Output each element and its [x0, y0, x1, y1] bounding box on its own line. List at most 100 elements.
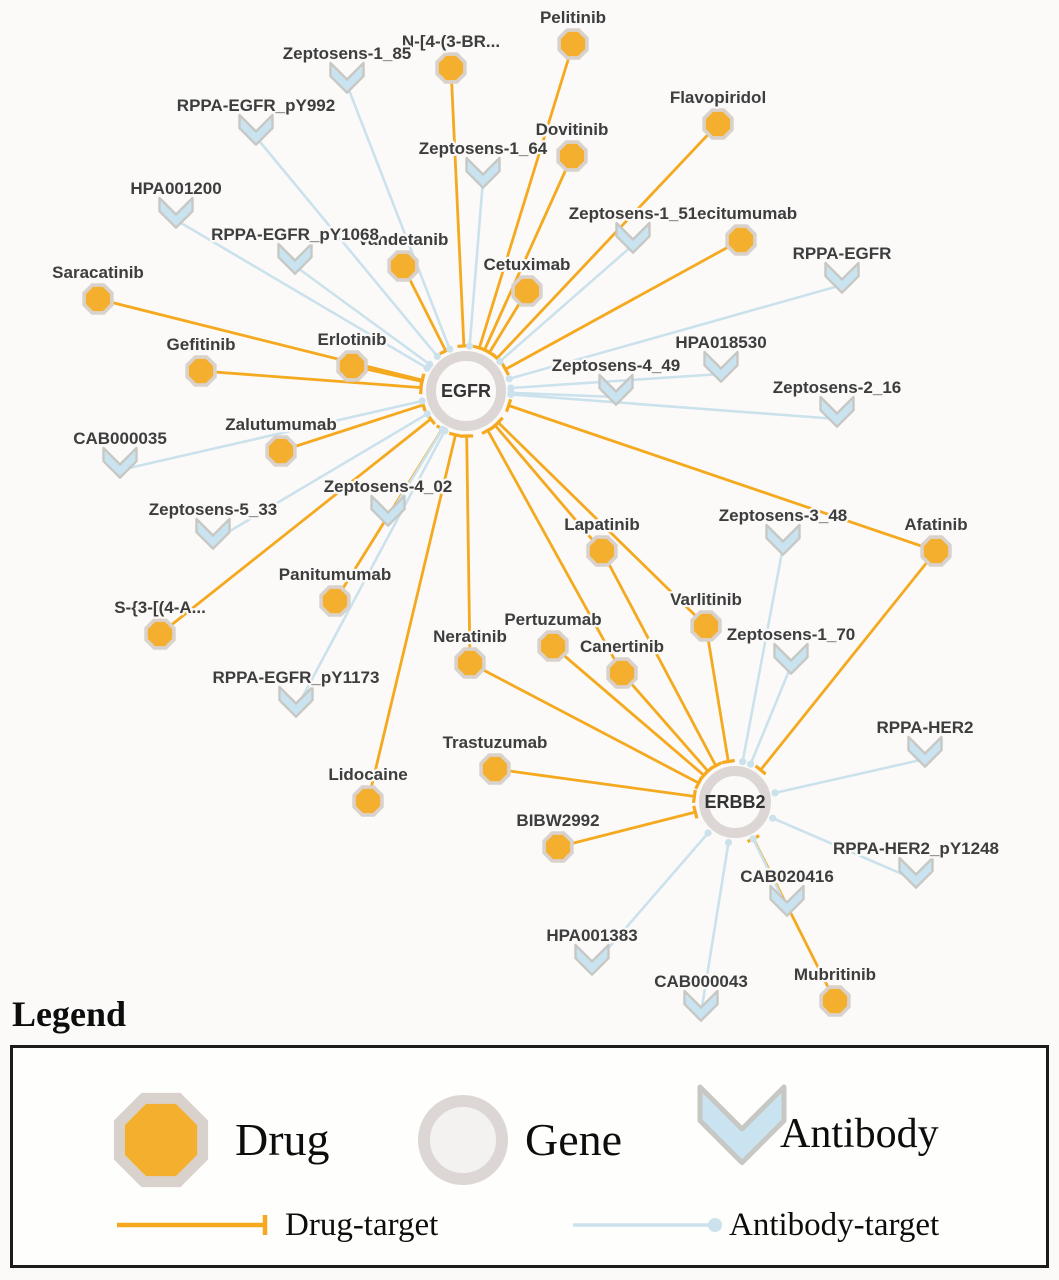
- drug-target-edge: [620, 672, 710, 773]
- antibody-node-zeptosens-1-64[interactable]: [465, 156, 501, 189]
- antibody-node-rppa-her2-py1248[interactable]: [898, 856, 934, 889]
- antibody-target-edge: [591, 832, 710, 968]
- antibody-edge-dot: [704, 829, 712, 837]
- drug-node-cetuximab[interactable]: [511, 275, 543, 307]
- antibody-label-rppa-her2: RPPA-HER2: [877, 718, 974, 737]
- antibody-label-cab000035: CAB000035: [73, 429, 167, 448]
- antibody-node-rppa-her2[interactable]: [907, 735, 943, 768]
- antibody-edge-dot: [747, 760, 755, 768]
- inhibition-tee: [692, 805, 699, 819]
- antibody-node-hpa001383[interactable]: [574, 943, 610, 976]
- drug-node-canertinib[interactable]: [606, 657, 638, 689]
- antibody-node-rppa-egfr-py992[interactable]: [238, 113, 274, 146]
- drug-label-afatinib: Afatinib: [904, 515, 967, 534]
- drug-node-saracatinib[interactable]: [82, 283, 114, 315]
- antibody-target-edge: [774, 757, 926, 795]
- antibody-node-cab000043[interactable]: [683, 989, 719, 1022]
- gene-label-erbb2: ERBB2: [704, 792, 765, 812]
- drug-label-erlotinib: Erlotinib: [318, 330, 387, 349]
- drug-node-varlitinib[interactable]: [690, 610, 722, 642]
- drug-target-edge: [494, 767, 695, 798]
- drug-target-edge: [497, 421, 707, 628]
- legend-box: Drug Gene Antibody Drug-target Antibody-…: [10, 1045, 1049, 1268]
- drug-node-afatinib[interactable]: [920, 535, 952, 567]
- antibody-node-zeptosens-4-49[interactable]: [598, 373, 634, 406]
- drug-node-bibw2992[interactable]: [542, 831, 574, 863]
- drug-label-cetuximab: Cetuximab: [484, 255, 571, 274]
- antibody-node-zeptosens-5-33[interactable]: [195, 517, 231, 550]
- drug-label-zalutumumab: Zalutumumab: [225, 415, 336, 434]
- antibody-edge-dot: [423, 410, 431, 418]
- drug-node-pertuzumab[interactable]: [537, 630, 569, 662]
- drug-node-gefitinib[interactable]: [185, 355, 217, 387]
- antibody-node-cab000035[interactable]: [102, 446, 138, 479]
- antibody-edge-dot: [426, 360, 434, 368]
- drug-target-edge: [159, 417, 432, 636]
- antibody-node-zeptosens-4-02[interactable]: [370, 494, 406, 527]
- drug-target-edge: [449, 67, 466, 347]
- antibody-target-edge: [772, 817, 917, 882]
- drug-target-edge: [508, 404, 937, 553]
- inhibition-tee: [754, 764, 767, 776]
- antibody-edge-dot: [446, 345, 454, 353]
- gene-node-egfr[interactable]: [426, 351, 506, 431]
- drug-node-s3-4a[interactable]: [144, 618, 176, 650]
- gene-node-erbb2[interactable]: [699, 766, 771, 838]
- drug-node-necitumumab[interactable]: [725, 224, 757, 256]
- inhibition-tee: [504, 398, 513, 413]
- drug-node-erlotinib[interactable]: [336, 350, 368, 382]
- antibody-label-rppa-egfr-py1173: RPPA-EGFR_pY1173: [213, 668, 380, 687]
- drug-label-dovitinib: Dovitinib: [536, 120, 609, 139]
- drug-node-panitumumab[interactable]: [319, 585, 351, 617]
- antibody-label-cab000043: CAB000043: [654, 972, 748, 991]
- drug-label-saracatinib: Saracatinib: [52, 263, 144, 282]
- antibody-node-zeptosens-3-48[interactable]: [765, 523, 801, 556]
- drug-node-flavopiridol[interactable]: [702, 108, 734, 140]
- drug-node-zalutumumab[interactable]: [265, 435, 297, 467]
- antibody-node-zeptosens-1-51[interactable]: [615, 221, 651, 254]
- drug-node-neratinib[interactable]: [454, 647, 486, 679]
- drug-node-lapatinib[interactable]: [586, 535, 618, 567]
- gene-legend-icon: [418, 1095, 508, 1185]
- drug-node-n4-3br[interactable]: [435, 52, 467, 84]
- drug-label-neratinib: Neratinib: [433, 627, 507, 646]
- drug-node-dovitinib[interactable]: [556, 140, 588, 172]
- drug-target-edge: [494, 424, 604, 552]
- antibody-edge-dot: [749, 835, 757, 843]
- inhibition-tee: [500, 362, 511, 376]
- drug-target-edge: [483, 155, 574, 351]
- drug-label-gefitinib: Gefitinib: [167, 335, 236, 354]
- antibody-node-zeptosens-1-85[interactable]: [329, 61, 365, 94]
- antibody-node-zeptosens-2-16[interactable]: [819, 395, 855, 428]
- drug-node-mubritinib[interactable]: [819, 985, 851, 1017]
- antibody-label-rppa-egfr-py1068: RPPA-EGFR_pY1068: [211, 225, 379, 244]
- antibody-label-hpa001200: HPA001200: [130, 179, 221, 198]
- antibody-target-edge: [294, 430, 446, 710]
- antibody-node-rppa-egfr-py1173[interactable]: [278, 685, 314, 718]
- antibody-label-zeptosens-1-51: Zeptosens-1_51: [569, 204, 698, 223]
- drug-node-lidocaine[interactable]: [352, 785, 384, 817]
- drug-label-bibw2992: BIBW2992: [516, 811, 599, 830]
- inhibition-tee: [694, 776, 704, 790]
- antibody-node-rppa-egfr-py1068[interactable]: [277, 242, 313, 275]
- antibody-edge-dot: [724, 838, 733, 847]
- drug-label-necitumumab: Necitumumab: [685, 204, 797, 223]
- antibody-node-rppa-egfr[interactable]: [824, 261, 860, 294]
- antibody-node-zeptosens-1-70[interactable]: [773, 642, 809, 675]
- antibody-target-edge: [741, 546, 785, 762]
- drug-node-vandetanib[interactable]: [387, 250, 419, 282]
- antibody-node-hpa001200[interactable]: [158, 196, 194, 229]
- inhibition-tee: [481, 425, 495, 435]
- drug-label-mubritinib: Mubritinib: [794, 965, 876, 984]
- legend-drug-label: Drug: [235, 1114, 330, 1165]
- drug-node-pelitinib[interactable]: [557, 28, 589, 60]
- drug-label-lidocaine: Lidocaine: [328, 765, 407, 784]
- antibody-node-hpa018530[interactable]: [703, 350, 739, 383]
- antibody-label-cab020416: CAB020416: [740, 867, 834, 886]
- antibody-target-edge-legend-icon: [573, 1218, 722, 1232]
- antibody-edge-dot: [708, 1218, 722, 1232]
- drug-node-trastuzumab[interactable]: [479, 753, 511, 785]
- legend-gene-label: Gene: [525, 1114, 623, 1165]
- antibody-node-cab020416[interactable]: [769, 884, 805, 917]
